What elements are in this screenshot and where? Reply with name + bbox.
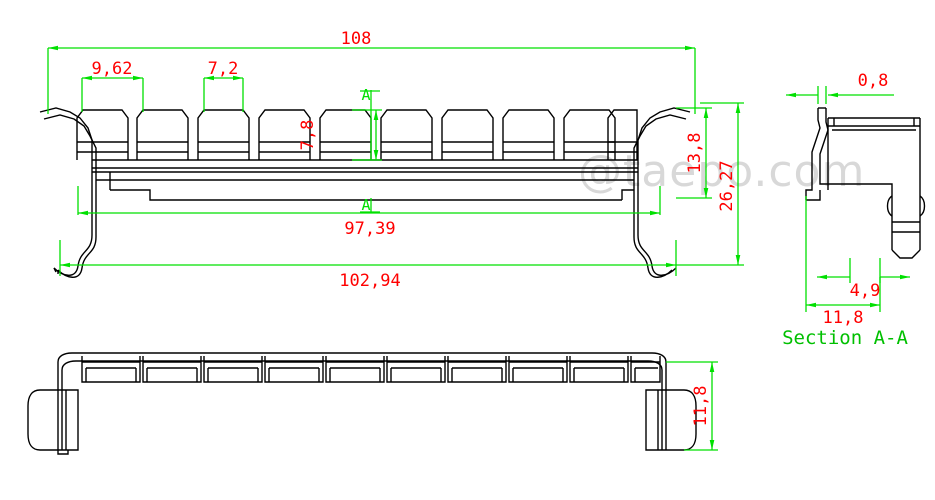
dim-overall-length: 108 <box>341 29 372 49</box>
section-mark-bottom-label: A <box>361 196 370 214</box>
bottom-view-dimensions <box>666 361 718 451</box>
dim-section-thickness: 0,8 <box>858 71 889 91</box>
front-view-dimensions <box>47 45 744 276</box>
dim-outer-length: 102,94 <box>339 271 400 291</box>
dim-body-height: 13,8 <box>685 133 705 174</box>
dim-tooth-height: 7,8 <box>298 120 318 151</box>
dim-total-height: 26,27 <box>717 160 737 211</box>
dim-section-foot-width: 4,9 <box>850 281 881 301</box>
dim-plan-depth: 11,8 <box>691 386 711 427</box>
bottom-view-teeth <box>81 356 661 383</box>
dim-inner-length: 97,39 <box>344 219 395 239</box>
dim-pitch-a: 9,62 <box>92 59 133 79</box>
section-view-geometry <box>805 107 926 259</box>
front-view-teeth <box>76 109 638 160</box>
section-view-dimensions <box>786 86 910 312</box>
dim-section-width: 11,8 <box>823 308 864 328</box>
section-mark-top-label: A <box>361 86 370 104</box>
section-title: Section A-A <box>782 327 908 349</box>
dim-tooth-width: 7,2 <box>208 59 239 79</box>
